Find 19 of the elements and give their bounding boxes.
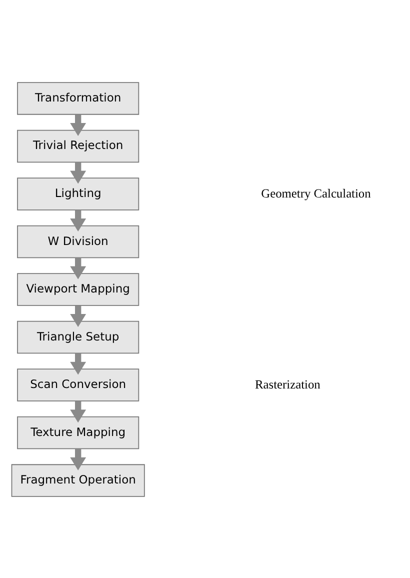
- node-box: Fragment Operation: [11, 464, 145, 496]
- node-box: Triangle Setup: [17, 320, 140, 354]
- node-box: Viewport Mapping: [17, 272, 140, 306]
- arrow: [70, 448, 86, 470]
- arrow: [70, 257, 86, 279]
- arrow: [70, 114, 86, 136]
- node-box: Trivial Rejection: [17, 129, 140, 162]
- arrow: [70, 400, 86, 422]
- node-box: Scan Conversion: [17, 368, 140, 401]
- arrow: [70, 209, 86, 232]
- node-box: Texture Mapping: [17, 416, 140, 449]
- arrow: [70, 352, 86, 374]
- label: Rasterization: [255, 376, 320, 391]
- node-box: Lighting: [17, 177, 140, 210]
- node-box: W Division: [17, 224, 140, 258]
- node-box: Transformation: [17, 82, 140, 114]
- arrow: [70, 304, 86, 327]
- arrow: [70, 162, 86, 184]
- label: Geometry Calculation: [261, 186, 371, 200]
